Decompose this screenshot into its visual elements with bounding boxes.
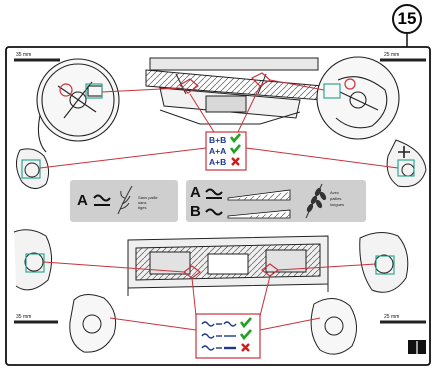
right-panel-caption-2: pailles: [330, 196, 341, 201]
torque-label-bottom-right: 25 mm: [384, 314, 399, 320]
right-panel-letter-b: B: [190, 203, 201, 220]
left-panel-letter: A: [77, 192, 88, 209]
center-rule-2: A+A: [209, 146, 226, 156]
left-panel-caption-3: tiges: [138, 205, 146, 210]
torque-label-top-right: 25 mm: [384, 52, 399, 58]
book-icon: [408, 340, 426, 354]
right-panel-caption-1: Avec: [330, 190, 339, 195]
torque-label-bottom-left: 35 mm: [16, 314, 31, 320]
center-rule-3: A+B: [209, 157, 226, 167]
callout-number: 15: [392, 4, 422, 34]
right-panel-caption-3: longues: [330, 202, 344, 207]
torque-label-top-left: 35 mm: [16, 52, 31, 58]
center-rule-1: B+B: [209, 135, 226, 145]
right-panel-letter-a: A: [190, 184, 201, 201]
